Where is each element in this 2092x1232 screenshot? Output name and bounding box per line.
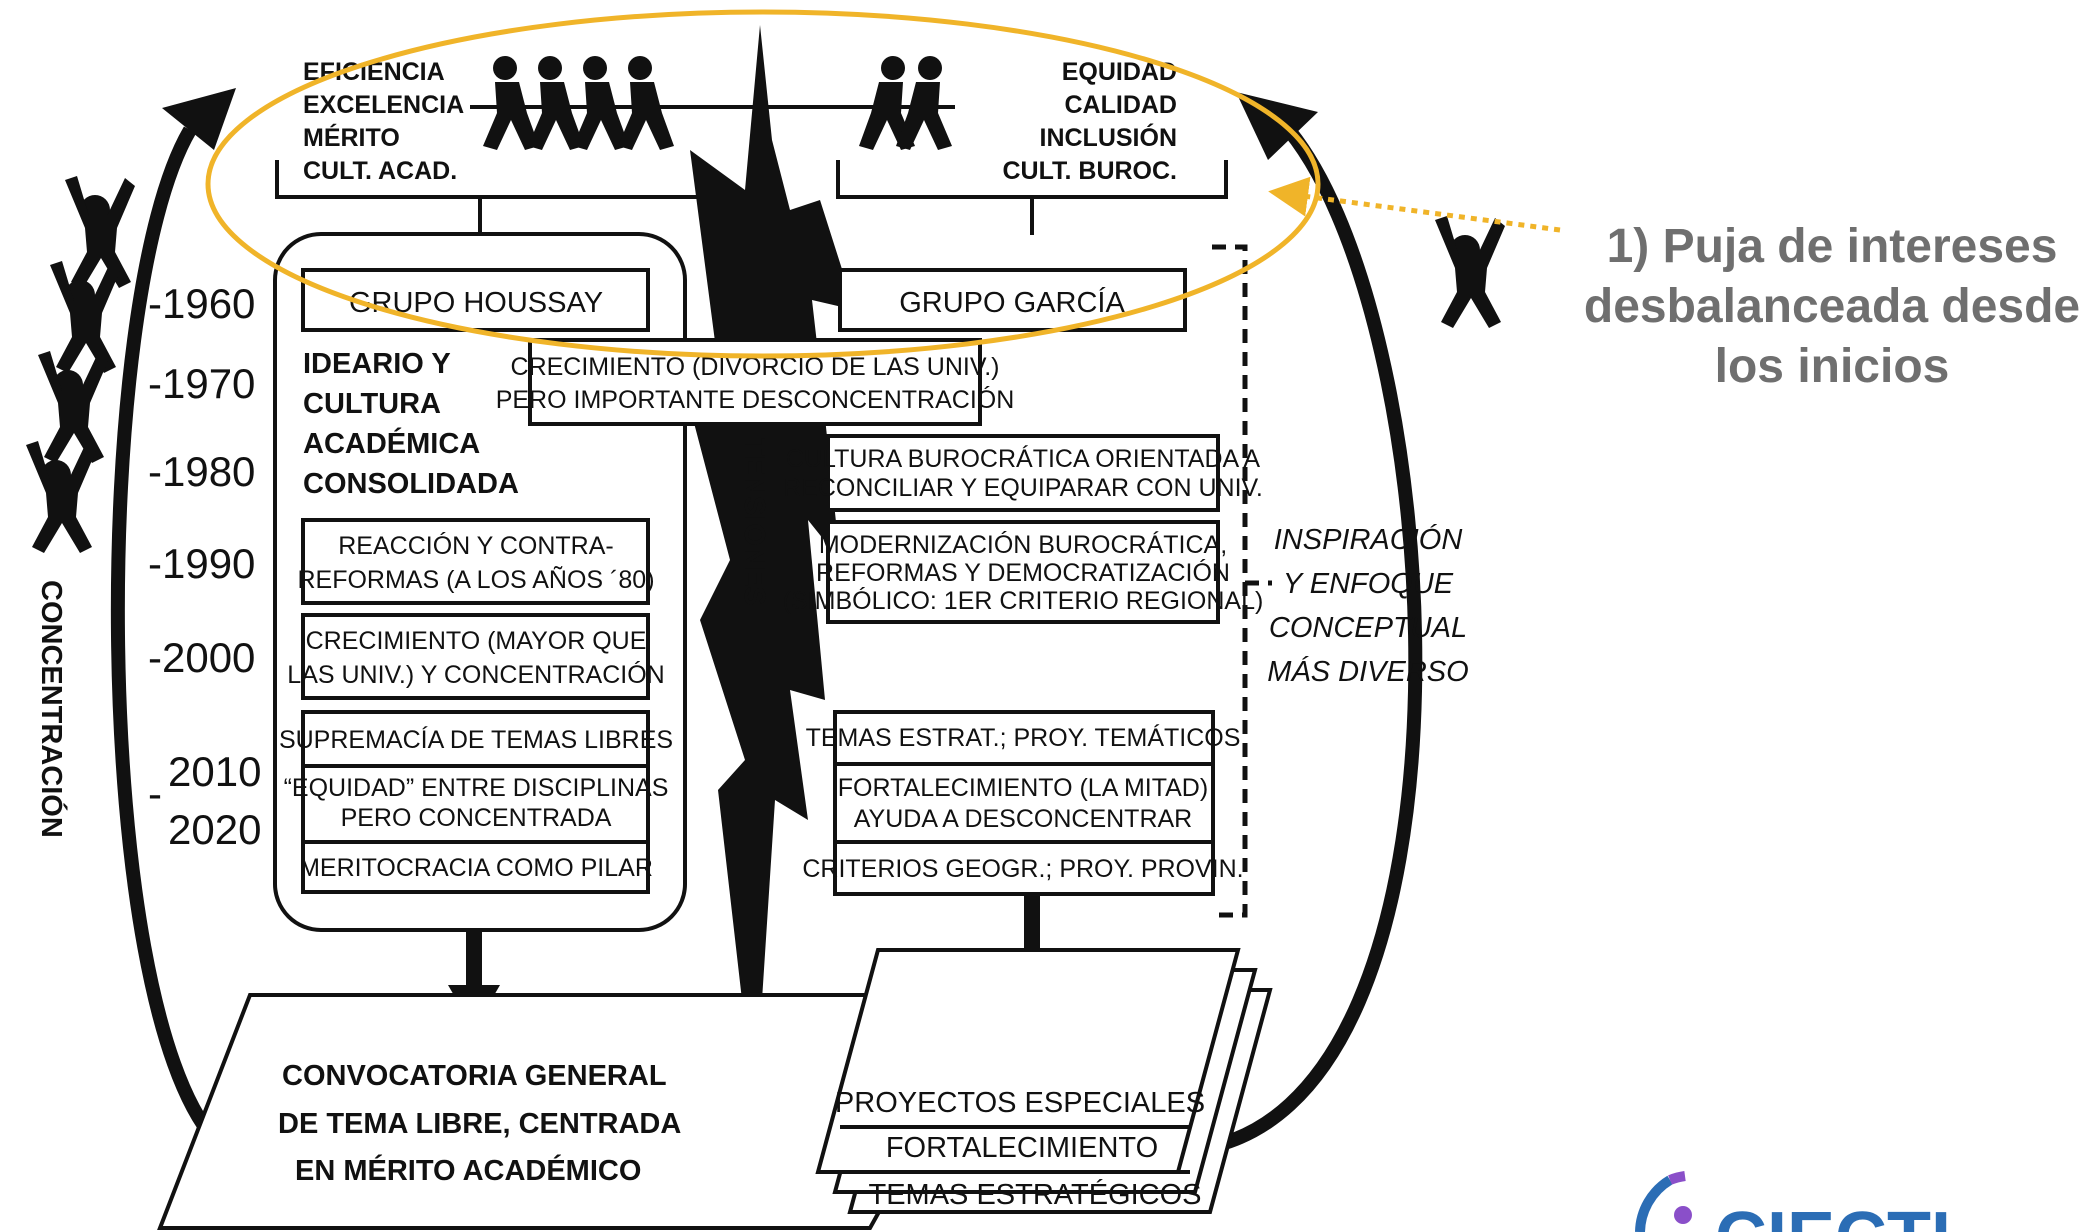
svg-text:CULTURA BUROCRÁTICA ORIENTADA: CULTURA BUROCRÁTICA ORIENTADA A (786, 444, 1260, 473)
left-box-free-topics: SUPREMACÍA DE TEMAS LIBRES (279, 710, 673, 768)
group-houssay-label: GRUPO HOUSSAY (349, 287, 603, 319)
svg-text:IDEARIO Y: IDEARIO Y (303, 348, 451, 380)
left-cycle-arrowhead (162, 88, 236, 150)
svg-text:SUPREMACÍA DE TEMAS LIBRES: SUPREMACÍA DE TEMAS LIBRES (279, 725, 673, 754)
year-label: -1970 (148, 360, 255, 407)
svg-text:“EQUIDAD” ENTRE DISCIPLINAS: “EQUIDAD” ENTRE DISCIPLINAS (284, 774, 669, 802)
general-call-label: CONVOCATORIA GENERAL DE TEMA LIBRE, CENT… (278, 1060, 681, 1187)
svg-text:REFORMAS (A LOS AÑOS ´80): REFORMAS (A LOS AÑOS ´80) (297, 565, 654, 594)
year-label: -1980 (148, 448, 255, 495)
right-box-geographic-criteria: CRITERIOS GEOGR.; PROY. PROVIN. (802, 840, 1244, 896)
svg-text:DE TEMA LIBRE, CENTRADA: DE TEMA LIBRE, CENTRADA (278, 1108, 681, 1140)
group-garcia-box (838, 268, 1187, 332)
svg-text:MERITOCRACIA COMO PILAR: MERITOCRACIA COMO PILAR (299, 854, 653, 882)
year-label: -1960 (148, 280, 255, 327)
special-projects-stack: PROYECTOS ESPECIALES FORTALECIMIENTO TEM… (815, 948, 1273, 1214)
year-label: -2000 (148, 634, 255, 681)
center-box: CRECIMIENTO (DIVORCIO DE LAS UNIV.) PERO… (496, 338, 1015, 426)
svg-text:CONSOLIDADA: CONSOLIDADA (303, 468, 519, 500)
right-box-modernization: MODERNIZACIÓN BUROCRÁTICA, REFORMAS Y DE… (783, 520, 1264, 624)
right-cycle-arrowhead (1236, 92, 1318, 160)
svg-text:PROYECTOS ESPECIALES: PROYECTOS ESPECIALES (835, 1087, 1205, 1119)
svg-text:los inicios: los inicios (1715, 340, 1950, 393)
timeline-years: -1960 -1970 -1980 -1990 -2000 2010 - 202… (148, 280, 261, 853)
svg-text:EN MÉRITO ACADÉMICO: EN MÉRITO ACADÉMICO (295, 1153, 641, 1187)
svg-text:CONCEPTUAL: CONCEPTUAL (1269, 612, 1467, 644)
right-box-bureaucratic-culture: CULTURA BUROCRÁTICA ORIENTADA A RECONCIL… (783, 434, 1263, 512)
right-values-list: EQUIDAD CALIDAD INCLUSIÓN CULT. BUROC. (1002, 58, 1177, 185)
svg-text:LAS UNIV.) Y CONCENTRACIÓN: LAS UNIV.) Y CONCENTRACIÓN (287, 660, 664, 689)
svg-text:CRECIMIENTO (MAYOR QUE: CRECIMIENTO (MAYOR QUE (306, 627, 647, 655)
svg-text:desbalanceada desde: desbalanceada desde (1584, 280, 2080, 333)
annotation-text: 1) Puja de intereses desbalanceada desde… (1584, 220, 2080, 393)
inspiration-bracket (1212, 244, 1272, 918)
general-call-shape (157, 993, 1004, 1230)
svg-text:FORTALECIMIENTO (LA MITAD): FORTALECIMIENTO (LA MITAD) (838, 774, 1208, 802)
left-box-equity: “EQUIDAD” ENTRE DISCIPLINAS PERO CONCENT… (284, 764, 669, 844)
svg-text:RECONCILIAR Y EQUIPARAR CON UN: RECONCILIAR Y EQUIPARAR CON UNIV. (783, 474, 1263, 502)
svg-text:ACADÉMICA: ACADÉMICA (303, 426, 480, 460)
svg-text:CULTURA: CULTURA (303, 388, 441, 420)
svg-text:Y ENFOQUE: Y ENFOQUE (1283, 568, 1454, 600)
svg-text:(SIMBÓLICO: 1ER CRITERIO REGIO: (SIMBÓLICO: 1ER CRITERIO REGIONAL) (783, 586, 1264, 615)
ciecti-logo: CIECTI (1635, 1171, 1951, 1232)
svg-text:TEMAS ESTRAT.; PROY. TEMÁTICOS: TEMAS ESTRAT.; PROY. TEMÁTICOS (806, 723, 1241, 752)
svg-text:MODERNIZACIÓN BUROCRÁTICA,: MODERNIZACIÓN BUROCRÁTICA, (819, 530, 1227, 559)
left-value: MÉRITO (303, 123, 400, 152)
right-value: CALIDAD (1065, 91, 1178, 119)
highlight-ellipse (205, 9, 1321, 359)
left-box-meritocracy: MERITOCRACIA COMO PILAR (299, 840, 653, 894)
svg-text:PERO CONCENTRADA: PERO CONCENTRADA (341, 804, 612, 832)
right-cycle-arrow (1189, 115, 1423, 1157)
year-label: 2020 (168, 806, 261, 853)
left-value: EXCELENCIA (303, 91, 464, 119)
right-value: INCLUSIÓN (1040, 122, 1178, 152)
highlight-pointer (1268, 176, 1561, 233)
left-panel-title: IDEARIO Y CULTURA ACADÉMICA CONSOLIDADA (303, 348, 519, 500)
left-box-reaction: REACCIÓN Y CONTRA- REFORMAS (A LOS AÑOS … (297, 518, 655, 605)
svg-text:REFORMAS Y DEMOCRATIZACIÓN: REFORMAS Y DEMOCRATIZACIÓN (816, 558, 1230, 587)
tensions-label: TENSIONES (738, 438, 770, 606)
svg-text:CIECTI: CIECTI (1715, 1198, 1951, 1232)
right-value: CULT. BUROC. (1002, 157, 1177, 185)
svg-text:CONVOCATORIA GENERAL: CONVOCATORIA GENERAL (282, 1060, 667, 1092)
year-label: -1990 (148, 540, 255, 587)
concentration-label: CONCENTRACIÓN (35, 580, 69, 838)
right-box-strengthening: FORTALECIMIENTO (LA MITAD) AYUDA A DESCO… (833, 762, 1215, 844)
inspiration-label: INSPIRACIÓN Y ENFOQUE CONCEPTUAL MÁS DIV… (1267, 523, 1468, 688)
svg-text:1) Puja de intereses: 1) Puja de intereses (1607, 220, 2058, 273)
tug-of-war-icon (470, 56, 955, 150)
svg-text:AYUDA A DESCONCENTRAR: AYUDA A DESCONCENTRAR (854, 805, 1193, 833)
svg-text:TEMAS ESTRATÉGICOS: TEMAS ESTRATÉGICOS (868, 1178, 1201, 1211)
svg-text:REACCIÓN Y CONTRA-: REACCIÓN Y CONTRA- (338, 531, 614, 560)
right-box-strategic-topics: TEMAS ESTRAT.; PROY. TEMÁTICOS (806, 710, 1241, 766)
svg-text:MÁS DIVERSO: MÁS DIVERSO (1267, 655, 1468, 688)
left-cycle-arrow (110, 126, 221, 1145)
svg-text:INSPIRACIÓN: INSPIRACIÓN (1274, 523, 1463, 556)
svg-text:CRITERIOS GEOGR.; PROY. PROVIN: CRITERIOS GEOGR.; PROY. PROVIN. (802, 855, 1243, 883)
svg-text:FORTALECIMIENTO: FORTALECIMIENTO (886, 1132, 1158, 1164)
left-value: CULT. ACAD. (303, 157, 457, 185)
group-garcia-label: GRUPO GARCÍA (899, 286, 1125, 319)
tensions-lightning (688, 25, 855, 1000)
year-label: - (148, 770, 162, 817)
people-icon (26, 176, 1505, 553)
left-box-growth: CRECIMIENTO (MAYOR QUE LAS UNIV.) Y CONC… (287, 613, 665, 700)
svg-text:PERO IMPORTANTE DESCONCENTRACI: PERO IMPORTANTE DESCONCENTRACIÓN (496, 385, 1015, 414)
right-bracket (836, 160, 1228, 235)
year-label: 2010 (168, 748, 261, 795)
